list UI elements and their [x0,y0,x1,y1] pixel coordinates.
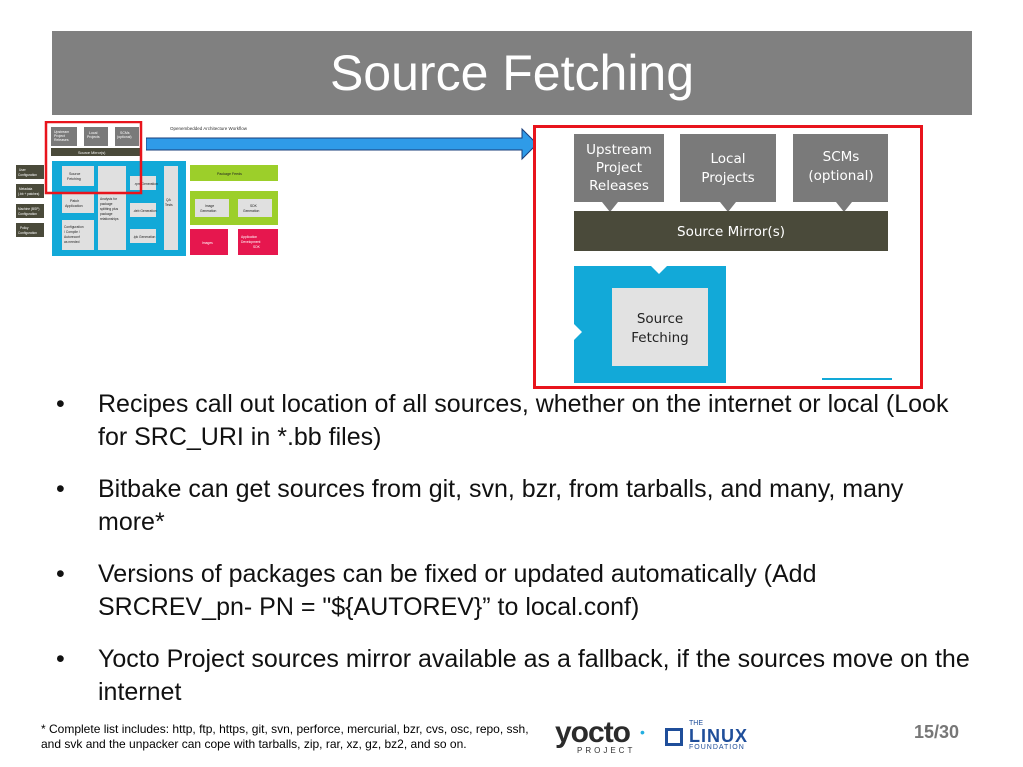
zoom-upstream-line1: Upstream [586,142,652,158]
lf-the: THE [689,720,703,727]
bullet-marker: • [56,645,65,673]
zoom-arrow [146,127,538,161]
bullet-text: Yocto Project sources mirror available a… [98,645,970,706]
svg-text:splitting plus: splitting plus [100,207,118,211]
workflow-thumbnail: Openembedded Architecture Workflow Upstr… [16,121,278,256]
yocto-logo-word: yocto [555,716,631,749]
svg-text:Metadata: Metadata [19,187,33,191]
svg-text:SDK: SDK [253,245,261,249]
svg-text:package: package [100,202,113,206]
svg-text:Development: Development [241,240,261,244]
svg-text:Image: Image [205,204,214,208]
svg-text:/ Compile /: / Compile / [64,230,80,234]
svg-text:(optional): (optional) [117,135,132,139]
zoom-scms-line2: (optional) [808,168,873,184]
thumb-highlight-box [44,121,143,195]
zoom-mirror-label: Source Mirror(s) [677,224,785,240]
svg-text:Source: Source [69,172,80,176]
zoom-local-line2: Projects [701,170,754,186]
svg-text:.ipk Generation: .ipk Generation [133,235,156,239]
zoom-mirror-bar [574,211,888,251]
bullet-item: • Recipes call out location of all source… [56,388,976,454]
svg-text:Tests: Tests [165,203,173,207]
zoom-fetching-box [612,288,708,366]
svg-text:Images: Images [202,241,213,245]
zoom-local-line1: Local [711,151,746,167]
linux-foundation-logo: THE LINUX FOUNDATION [665,720,765,752]
bullet-marker: • [56,390,65,418]
svg-text:Patch: Patch [70,199,79,203]
thumb-app-sdk [238,229,278,255]
zoom-scms-line1: SCMs [823,149,860,165]
svg-text:Projects: Projects [87,135,100,139]
slide-title: Source Fetching [329,45,695,101]
svg-text:Upstream: Upstream [54,130,69,134]
bullet-list: • Recipes call out location of all source… [56,388,976,728]
page-number: 15/30 [914,722,960,742]
svg-text:Releases: Releases [54,138,69,142]
bullet-text: Versions of packages can be fixed or upd… [98,560,817,621]
svg-text:Application: Application [241,235,257,239]
svg-text:Fetching: Fetching [67,177,81,181]
svg-text:SDK: SDK [250,204,258,208]
svg-text:User: User [19,168,27,172]
thumb-images [190,229,228,255]
logo-separator-dot: • [640,724,645,740]
zoom-fetching-line2: Fetching [631,330,688,346]
svg-text:Application: Application [65,204,83,208]
svg-text:QA: QA [166,198,172,202]
svg-text:Analysis for: Analysis for [100,197,118,201]
svg-text:Machine (BSP): Machine (BSP) [18,207,39,211]
zoom-fetching-line1: Source [637,311,683,327]
thumb-mirror-bar [51,148,141,156]
svg-text:.deb Generation: .deb Generation [133,209,157,213]
svg-text:Generation: Generation [243,209,259,213]
zoom-upstream-line2: Project [596,160,642,176]
bullet-marker: • [56,560,65,588]
yocto-logo: yocto PROJECT [555,716,645,760]
svg-text:SCMs: SCMs [120,131,130,135]
svg-text:relationships: relationships [100,217,119,221]
title-bar: Source Fetching [52,31,972,115]
svg-text:Generation: Generation [200,209,216,213]
zoom-panel: Upstream Project Releases Local Projects… [533,125,923,389]
thumb-upstream-box [51,127,77,146]
thumb-local-box [84,127,108,146]
bullet-text: Bitbake can get sources from git, svn, b… [98,475,904,536]
yocto-logo-sub: PROJECT [577,746,636,755]
zoom-diagram: Upstream Project Releases Local Projects… [574,134,892,383]
zoom-upstream-line3: Releases [589,178,649,194]
svg-text:Source Mirror(s): Source Mirror(s) [78,151,106,155]
bullet-text: Recipes call out location of all sources… [98,390,949,451]
svg-text:(.bb + patches): (.bb + patches) [18,192,39,196]
svg-text:Configuration: Configuration [18,173,37,177]
lf-foundation: FOUNDATION [689,744,745,751]
svg-text:Policy: Policy [20,226,29,230]
svg-text:Package Feeds: Package Feeds [217,172,242,176]
thumb-package-feeds [190,165,278,181]
bullet-item: • Versions of packages can be fixed or up… [56,558,976,624]
thumb-scms-box [115,127,139,146]
lf-linux: LINUX [689,726,748,746]
svg-text:Local: Local [89,131,98,135]
svg-text:Project: Project [54,134,65,138]
svg-text:.rpm Generation: .rpm Generation [134,182,158,186]
bullet-item: • Yocto Project sources mirror available … [56,643,976,709]
svg-text:package: package [100,212,113,216]
footnote: * Complete list includes: http, ftp, htt… [41,722,529,751]
svg-text:Autoreconf: Autoreconf [64,235,80,239]
svg-text:Configuration: Configuration [64,225,84,229]
thumb-workflow-title: Openembedded Architecture Workflow [170,126,248,131]
bullet-marker: • [56,475,65,503]
svg-text:Configuration: Configuration [18,231,37,235]
svg-text:as needed: as needed [64,240,80,244]
lf-square-icon [665,728,683,746]
bullet-item: • Bitbake can get sources from git, svn, … [56,473,976,539]
svg-text:Configuration: Configuration [18,212,37,216]
